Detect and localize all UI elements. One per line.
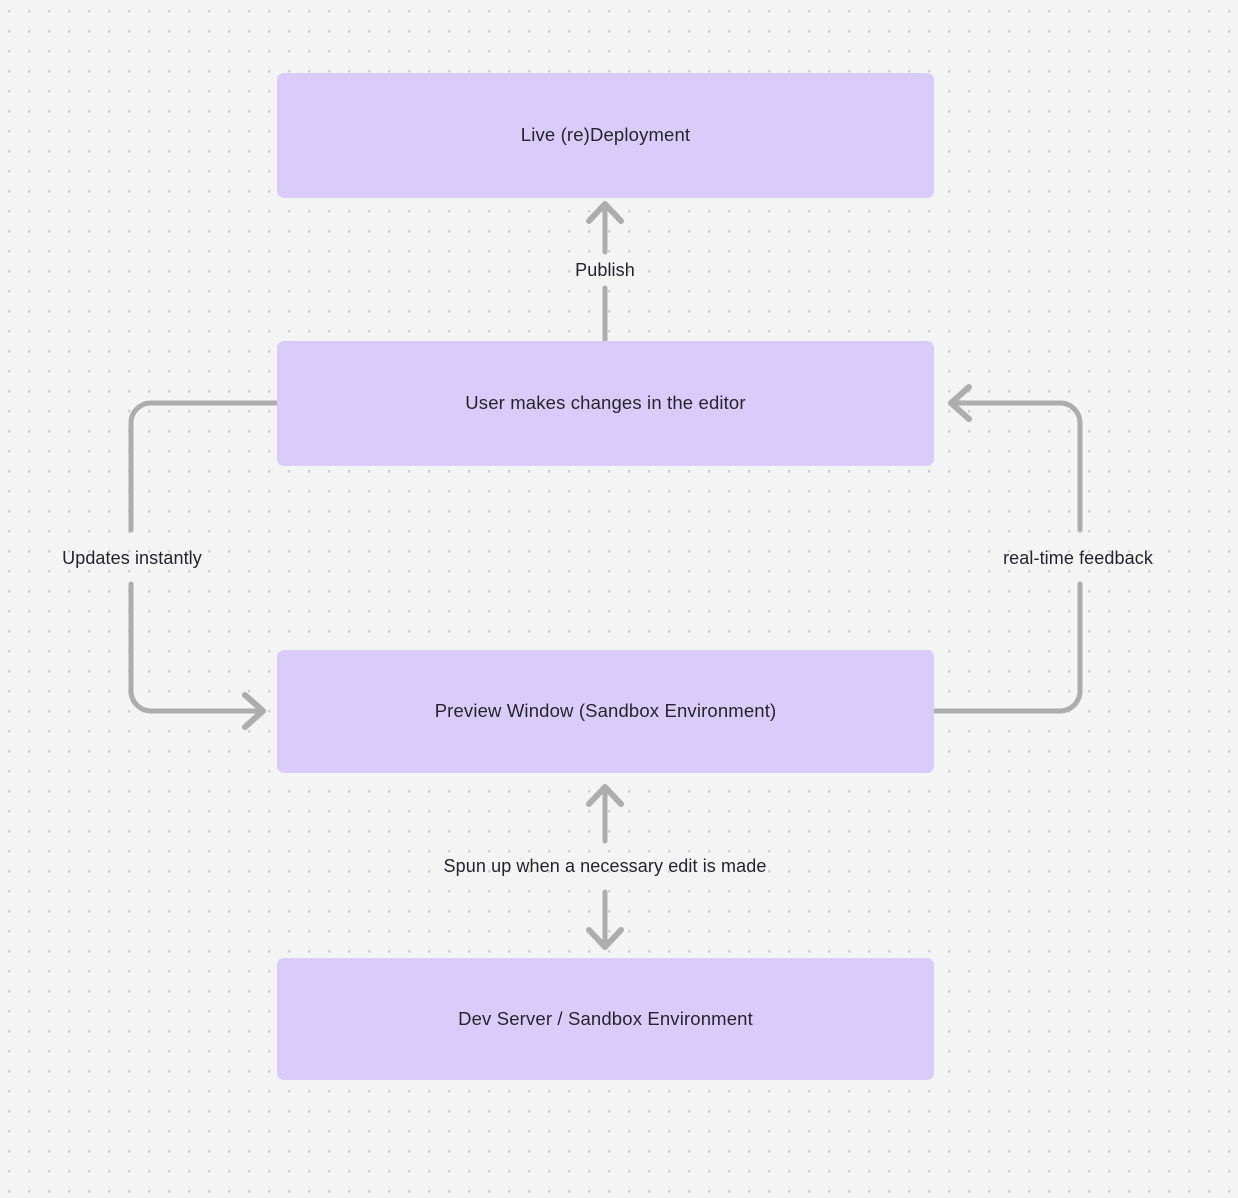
edge-label-publish: Publish — [575, 260, 635, 280]
edge-label-spun-up: Spun up when a necessary edit is made — [443, 856, 767, 876]
node-dev-server[interactable]: Dev Server / Sandbox Environment — [277, 958, 934, 1080]
edge-label-updates-instantly: Updates instantly — [62, 548, 202, 568]
node-user-edits[interactable]: User makes changes in the editor — [277, 341, 934, 466]
node-preview-window[interactable]: Preview Window (Sandbox Environment) — [277, 650, 934, 773]
node-label: Preview Window (Sandbox Environment) — [434, 700, 777, 722]
node-label: User makes changes in the editor — [465, 392, 746, 414]
node-live-deployment[interactable]: Live (re)Deployment — [277, 73, 934, 198]
edge-label-real-time-feedback: real-time feedback — [1003, 548, 1153, 568]
node-label: Live (re)Deployment — [520, 124, 691, 146]
node-label: Dev Server / Sandbox Environment — [458, 1007, 753, 1029]
